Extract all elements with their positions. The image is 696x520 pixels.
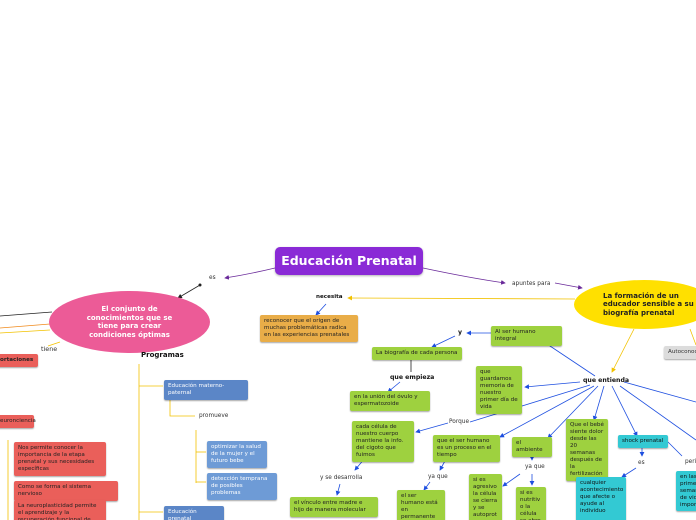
node-primeras-semanas[interactable]: en las primeras semanas de vida importan <box>676 471 696 511</box>
link-entienda-right2 <box>619 385 696 441</box>
link-materno-promueve <box>169 392 195 417</box>
label-es-2: es <box>638 460 645 466</box>
node-autoconocimiento[interactable]: Autoconoc <box>664 346 696 359</box>
link-porque-celula <box>415 422 449 434</box>
node-deteccion-temprana[interactable]: detección temprana de posibles problemas <box>207 473 277 500</box>
link-entienda-porque <box>469 384 591 423</box>
node-celula[interactable]: cada célula de nuestro cuerpo mantiene l… <box>352 421 414 462</box>
link-y-biografia <box>431 335 456 348</box>
label-que-entienda: que entienda <box>583 377 630 384</box>
link-es-acontecimiento <box>621 467 637 478</box>
node-proceso[interactable]: que el ser humano es un proceso en el ti… <box>433 435 500 462</box>
node-agresivo[interactable]: si es agresivo la célula se cierra y se … <box>469 474 502 520</box>
link-pink-left2 <box>0 329 51 334</box>
link-entienda-proceso <box>499 385 595 438</box>
link-formacion-autoconocimiento <box>689 328 696 346</box>
topic-formacion-educador[interactable]: La formación de un educador sensible a s… <box>574 280 696 329</box>
link-apuntes-formacion <box>554 282 583 290</box>
node-biografia[interactable]: La biografía de cada persona <box>372 347 462 360</box>
node-shock[interactable]: shock prenatal <box>618 435 668 448</box>
node-union[interactable]: en la unión del óvulo y espermatozoide <box>350 391 430 411</box>
node-nos-permite[interactable]: Nos permite conocer la importancia de la… <box>14 442 106 476</box>
root-topic[interactable]: Educación Prenatal <box>275 247 423 275</box>
link-yaque-permanente <box>423 481 431 491</box>
node-nutritivo[interactable]: si es nutritiv o la célula se abre <box>516 487 546 520</box>
link-empieza-union <box>387 381 401 393</box>
link-entienda-shock <box>611 385 638 437</box>
link-entienda-guardamos <box>524 381 581 390</box>
node-ambiente[interactable]: el ambiente <box>512 437 552 457</box>
node-vinculo[interactable]: el vínculo entre madre e hijo de manera … <box>290 497 378 517</box>
node-orientaciones[interactable]: ortaciones <box>0 354 38 367</box>
link-shock-peri <box>667 441 683 457</box>
link-root-es <box>224 267 276 280</box>
label-apuntes-para: apuntes para <box>512 281 551 287</box>
node-materno-paternal[interactable]: Educación materno-paternal <box>164 380 248 400</box>
link-formacion-entienda <box>611 328 635 373</box>
link-necesita-reconocer <box>315 303 327 316</box>
link-pink-tiene <box>47 341 61 347</box>
link-entienda-right1 <box>623 381 696 403</box>
link-root-apuntes <box>422 267 506 285</box>
label-que-empieza: que empieza <box>390 374 435 381</box>
node-reconocer[interactable]: reconocer que el origen de muchas proble… <box>260 315 358 342</box>
node-bebe[interactable]: Que el bebé siente dolor desde las 20 se… <box>566 419 608 481</box>
link-pink-left1 <box>0 323 51 329</box>
link-entienda-ambiente <box>547 385 599 439</box>
label-es: es <box>209 275 216 281</box>
node-guardamos[interactable]: que guardamos memoria de nuestro primer … <box>476 366 522 414</box>
node-optimizar-salud[interactable]: optimizar la salud de la mujer y el futu… <box>207 441 267 468</box>
node-neurociencia[interactable]: euronciencia <box>0 415 36 428</box>
link-pink-left3 <box>0 311 53 317</box>
node-como-forma[interactable]: Como se forma el sistema nervioso <box>14 481 118 501</box>
node-permanente[interactable]: el ser humano está en permanente proceso… <box>397 490 445 520</box>
label-y-se-desarrolla: y se desarrolla <box>320 475 363 481</box>
node-neuroplasticidad[interactable]: La neuroplasticidad permite el aprendiza… <box>14 500 106 520</box>
label-promueve: promueve <box>199 413 229 419</box>
label-y: y <box>458 329 463 336</box>
label-programas: Programas <box>141 351 184 359</box>
link-yaque-agresivo <box>502 473 521 487</box>
node-ser-humano[interactable]: Al ser humano integral <box>491 326 562 346</box>
node-acontecimiento[interactable]: cualquier acontecimiento que afecte o ay… <box>576 477 626 520</box>
label-ya-que-2: ya que <box>525 464 545 470</box>
link-desarrolla-vinculo <box>335 483 341 496</box>
label-peri: peri <box>685 459 696 465</box>
link-entienda-bebe <box>592 385 605 421</box>
label-necesita: necesita <box>316 294 343 300</box>
label-porque: Porque <box>449 419 470 425</box>
link-es-conjunto <box>177 284 201 299</box>
label-ya-que-1: ya que <box>428 474 448 480</box>
topic-conjunto-conocimientos[interactable]: El conjunto de conocimientos que se tien… <box>49 291 210 353</box>
link-formacion-necesita <box>347 295 576 301</box>
node-educacion-prenatal-2[interactable]: Educación prenatal <box>164 506 224 520</box>
label-tiene: tiene <box>41 345 58 353</box>
